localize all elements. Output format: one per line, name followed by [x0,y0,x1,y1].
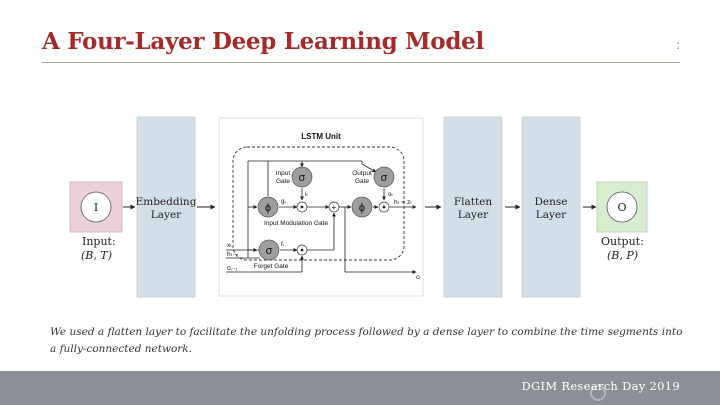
multiply-dot-forget [300,248,304,252]
output-label: Output: [601,235,644,248]
bus-to-o2 [361,163,377,173]
multiply-dot-output [382,205,386,209]
sum-node-symbol: + [332,203,337,212]
input-node-label: I [94,201,98,214]
input-node [80,191,112,223]
dense-layer [521,116,581,298]
slide-title: A Four-Layer Deep Learning Model [42,28,484,55]
input-modulation-phi [257,196,279,218]
output-node [606,191,638,223]
output-gate-sigma-symbol: σ [381,172,388,184]
output-gate-label-1: Output [352,170,372,177]
label-ot: oₜ [388,192,393,198]
dense-label-line1: Dense [535,196,568,208]
input-modulation-phi-symbol: ϕ [265,202,271,214]
output-gate-label-2: Gate [355,178,369,185]
input-modulation-gate-label: Input Modulation Gate [264,220,328,227]
input-gate-label-1: Input [276,170,291,177]
label-it: iₜ [305,192,308,198]
title-divider [42,62,680,63]
flatten-label-line1: Flatten [454,196,493,208]
flatten-layer [443,116,503,298]
slide-caption: We used a flatten layer to facilitate th… [50,326,683,355]
dense-label-line2: Layer [536,209,567,221]
forget-gate-sigma-symbol: σ [266,245,273,257]
label-ct1: cₜ₋₁ [227,265,239,272]
output-shape: (B, P) [607,249,638,262]
label-xt: xₜ [227,242,232,249]
sum-node [328,201,340,213]
label-ft: fₜ [281,242,285,248]
multiply-dot-input [300,205,304,209]
input-gate-label-2: Gate [276,178,290,185]
input-gate-sigma-symbol: σ [299,172,306,184]
footer-bar: DGIM Research Day 2019 [0,371,720,405]
input-label: Input: [82,235,116,248]
input-gate-sigma [291,166,313,188]
lstm-title: LSTM Unit [301,132,341,141]
output-phi-symbol: ϕ [359,202,365,214]
label-gt: gₜ [281,199,286,205]
forget-gate-sigma [258,239,280,261]
lstm-dashed-border [232,146,405,261]
embedding-label-line2: Layer [151,209,182,221]
menu-dots-icon[interactable]: : [676,38,681,52]
label-ht: hₜ = zₜ [394,199,412,206]
footer-logo-icon [590,385,606,401]
output-gate-sigma [373,166,395,188]
embedding-layer [136,116,196,298]
footer-text: DGIM Research Day 2019 [521,379,680,393]
output-phi [351,196,373,218]
label-ht1: hₜ₋₁ [227,251,239,258]
embedding-label-line1: Embedding [136,196,197,208]
output-node-label: O [617,201,626,214]
forget-gate-label: Forget Gate [254,263,289,270]
label-ct: cₜ [416,274,421,281]
flatten-label-line2: Layer [458,209,489,221]
input-shape: (B, T) [81,249,112,262]
